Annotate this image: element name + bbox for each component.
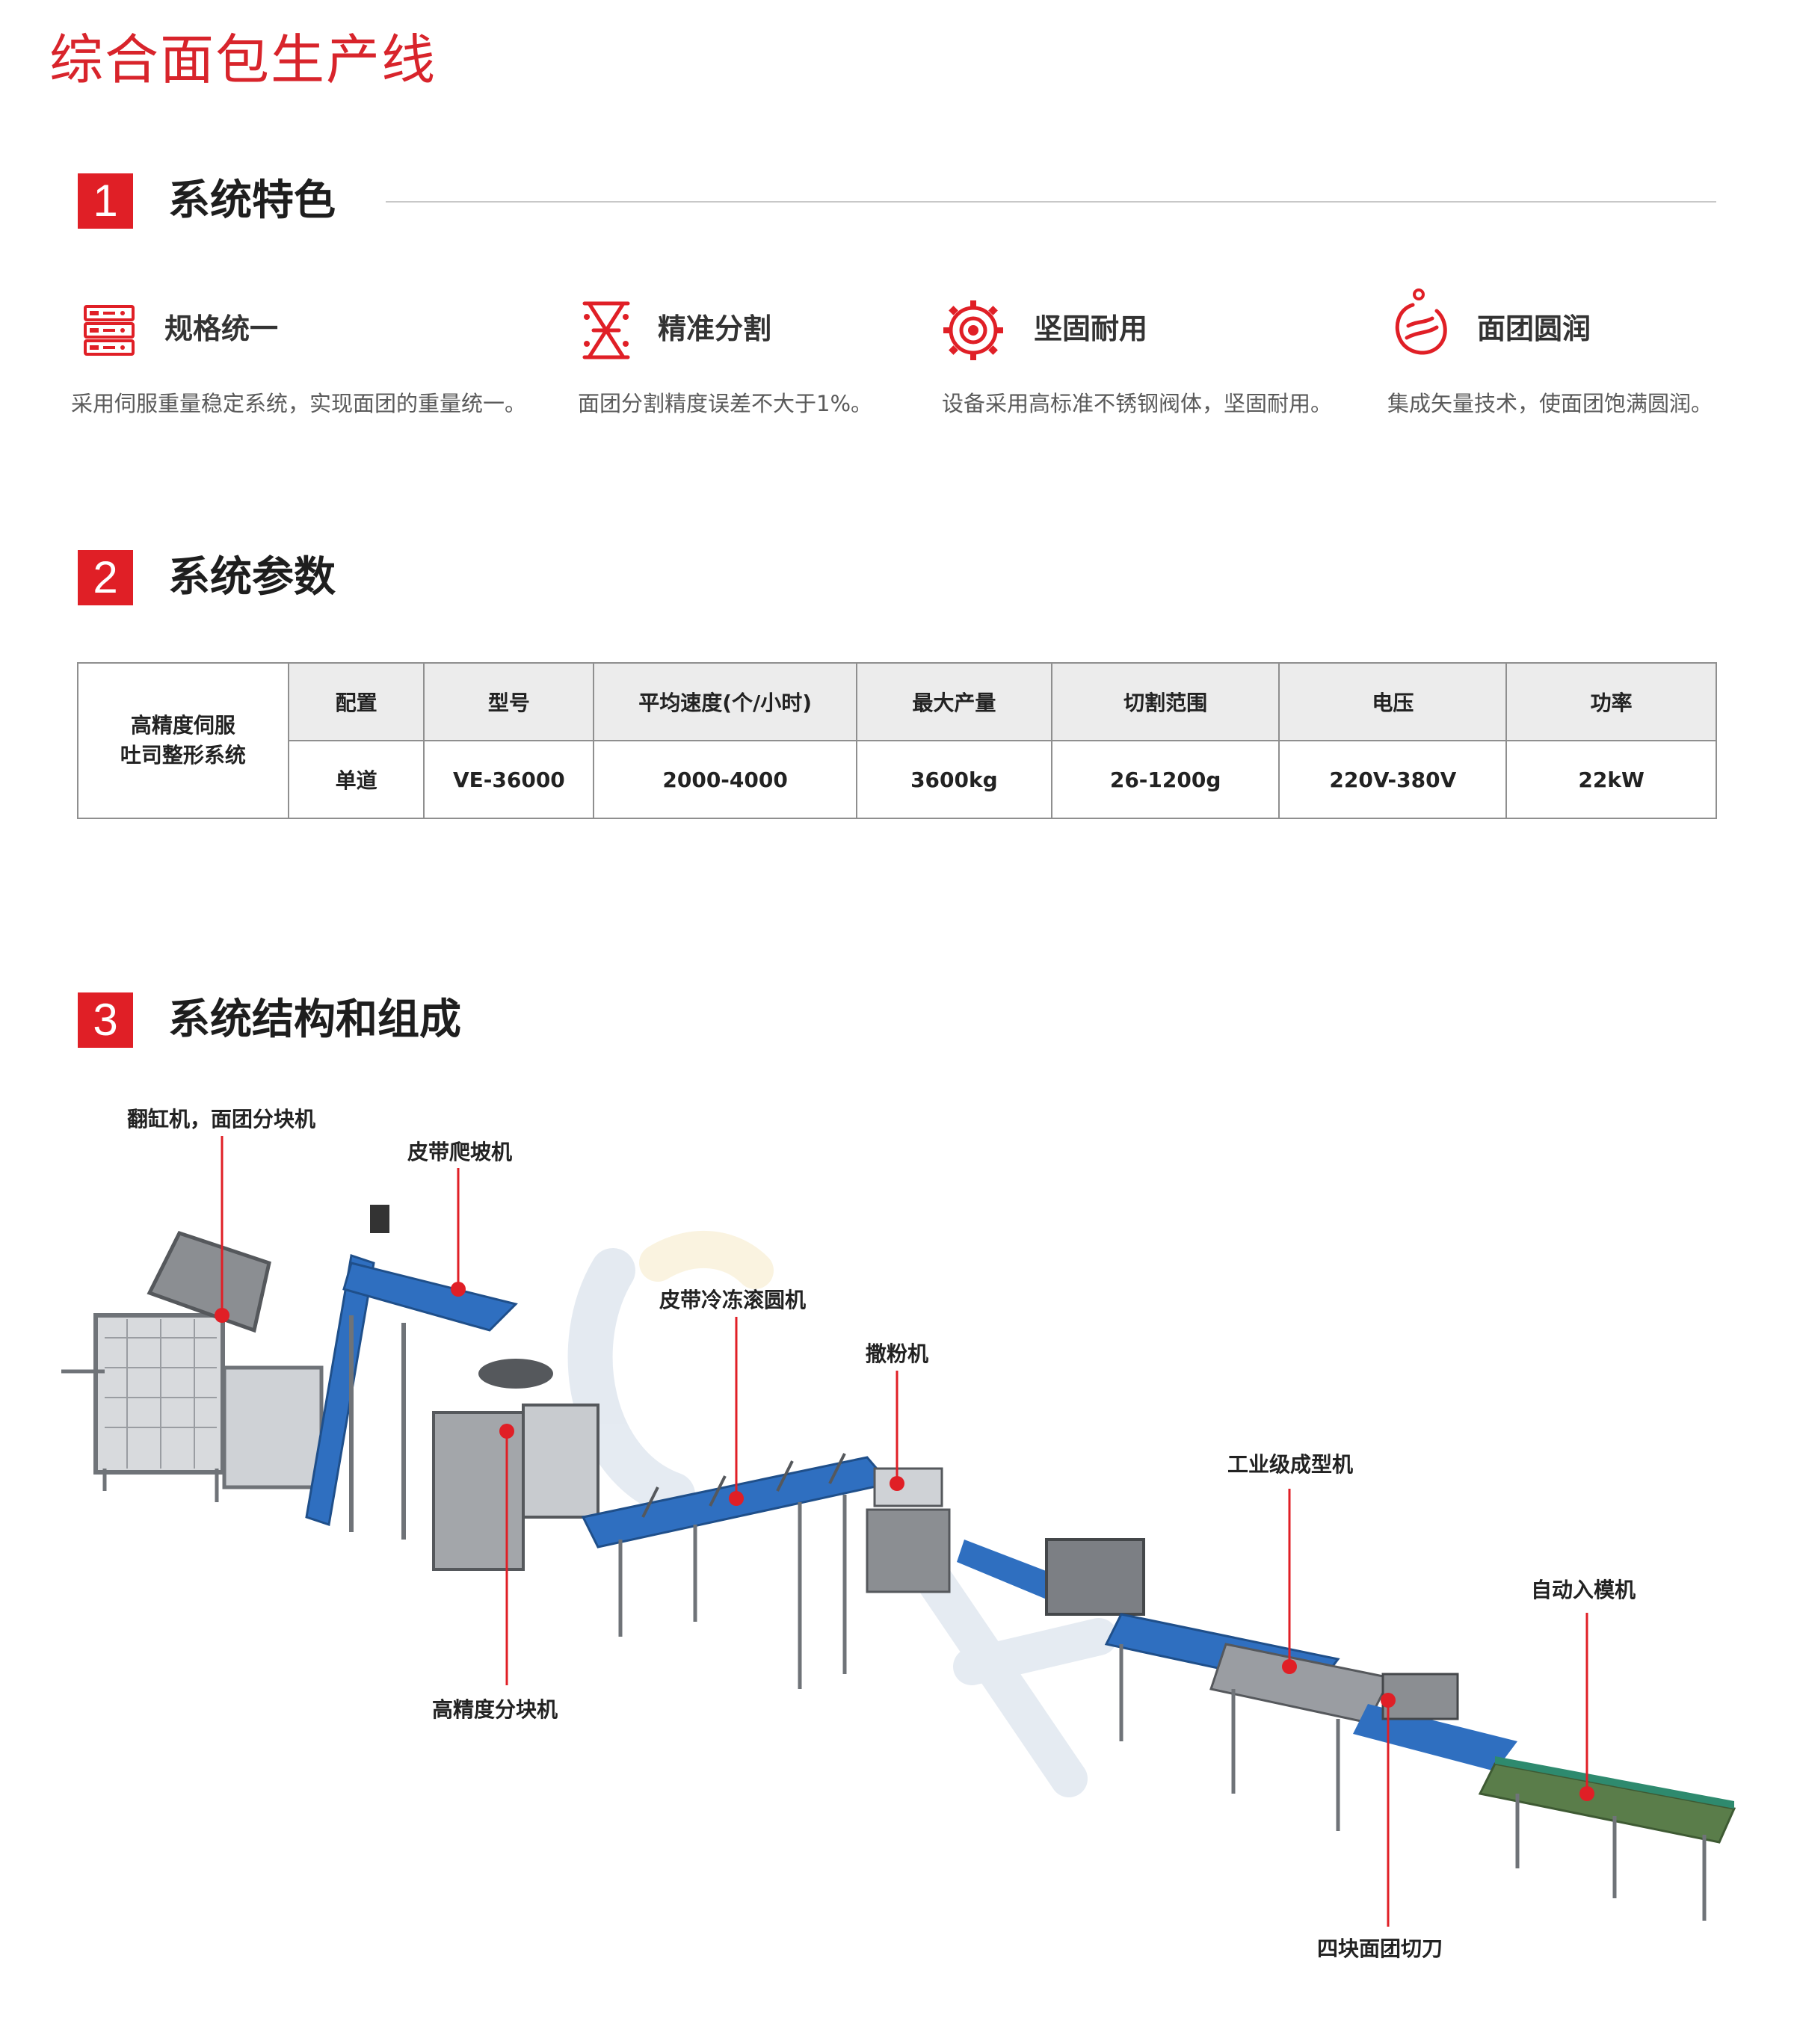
moulder-machine [957, 1538, 1393, 1831]
feature-title-2: 精准分割 [658, 312, 772, 345]
param-header-voltage: 电压 [1278, 662, 1508, 741]
params-table: 高精度伺服 吐司整形系统 配置 型号 平均速度(个/小时) 最大产量 切割范围 … [77, 662, 1717, 819]
server-rack-icon [81, 302, 138, 359]
callout-duster: 撒粉机 [866, 1341, 929, 1366]
callout-hp-divider: 高精度分块机 [432, 1697, 558, 1722]
section-2-title: 系统参数 [168, 553, 336, 602]
section-2-number: 2 [78, 550, 133, 605]
divider-machine [432, 1359, 599, 1571]
gear-icon [942, 299, 1005, 362]
row-header-line2: 吐司整形系统 [120, 743, 246, 768]
callout-rounder: 皮带冷冻滚圆机 [659, 1288, 807, 1312]
param-header-config: 配置 [287, 662, 425, 741]
callout-tipper-divider: 翻缸机，面团分块机 [127, 1107, 316, 1131]
dough-ball-icon [1390, 288, 1450, 360]
param-header-power: 功率 [1505, 662, 1717, 741]
callout-dots [215, 1282, 1594, 1801]
callout-incline-conveyor: 皮带爬坡机 [407, 1140, 513, 1164]
feature-desc-1: 采用伺服重量稳定系统，实现面团的重量统一。 [71, 391, 527, 416]
param-value-power: 22kW [1505, 740, 1717, 819]
param-header-output: 最大产量 [855, 662, 1052, 741]
pan-loader [1353, 1673, 1736, 1921]
param-header-speed: 平均速度(个/小时) [593, 662, 857, 741]
feature-title-4: 面团圆润 [1477, 312, 1591, 345]
feature-desc-4: 集成矢量技术，使面团饱满圆润。 [1387, 391, 1713, 416]
production-line-illustration [61, 1136, 1736, 1927]
callout-pan-loader: 自动入模机 [1531, 1578, 1636, 1602]
section-1-rule [386, 201, 1716, 203]
feature-desc-2: 面团分割精度误差不大于1%。 [578, 391, 873, 416]
param-header-model: 型号 [423, 662, 595, 741]
params-value-row: 单道 VE-36000 2000-4000 3600kg 26-1200g 22… [78, 740, 1717, 819]
callout-four-piece-cutter: 四块面团切刀 [1317, 1936, 1443, 1961]
param-value-voltage: 220V-380V [1278, 740, 1508, 819]
hourglass-icon [580, 299, 632, 362]
row-header-line1: 高精度伺服 [130, 713, 235, 738]
param-value-config: 单道 [287, 740, 425, 819]
section-1-number: 1 [78, 173, 133, 229]
param-value-model: VE-36000 [423, 740, 595, 819]
duster-machine [866, 1467, 951, 1593]
param-header-cut-range: 切割范围 [1050, 662, 1280, 741]
feature-title-3: 坚固耐用 [1034, 312, 1148, 345]
param-value-output: 3600kg [855, 740, 1052, 819]
feature-title-1: 规格统一 [164, 312, 279, 345]
params-header-row: 高精度伺服 吐司整形系统 配置 型号 平均速度(个/小时) 最大产量 切割范围 … [77, 662, 1717, 819]
section-3-number: 3 [78, 992, 133, 1048]
callout-lines [221, 1136, 1588, 1927]
tipper-machine [61, 1230, 324, 1502]
section-3-title: 系统结构和组成 [168, 995, 461, 1044]
watermark-logo [567, 1230, 1118, 1797]
param-value-speed: 2000-4000 [593, 740, 857, 819]
params-row-header: 高精度伺服 吐司整形系统 [77, 662, 289, 819]
param-value-cut-range: 26-1200g [1050, 740, 1280, 819]
feature-desc-3: 设备采用高标准不锈钢阀体，坚固耐用。 [942, 391, 1333, 416]
section-1-title: 系统特色 [168, 176, 336, 225]
page-title: 综合面包生产线 [49, 28, 437, 91]
callout-moulder: 工业级成型机 [1227, 1452, 1354, 1477]
